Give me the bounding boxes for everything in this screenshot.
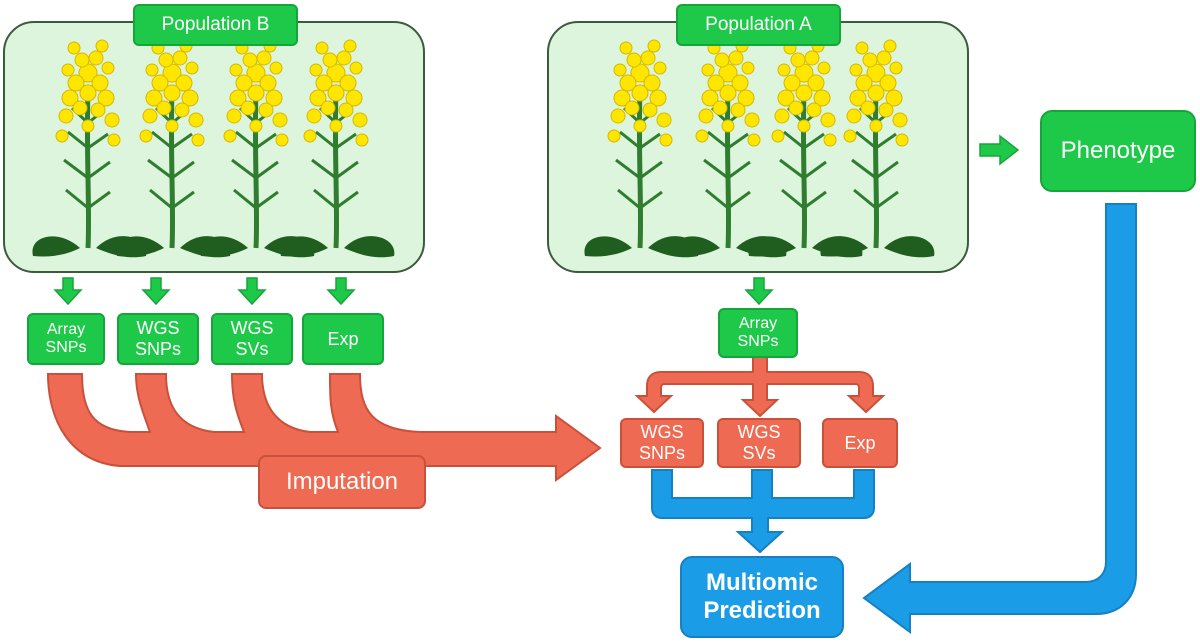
fork-arrows bbox=[634, 355, 886, 418]
population-b-down-arrows bbox=[53, 277, 356, 306]
phenotype-box: Phenotype bbox=[1040, 110, 1196, 192]
phenotype-arrow bbox=[979, 134, 1020, 166]
merge-arrows bbox=[651, 469, 875, 554]
pop-a-exp: Exp bbox=[822, 418, 898, 468]
pop-a-array-snps: Array SNPs bbox=[718, 308, 798, 358]
multiomic-prediction-box: Multiomic Prediction bbox=[680, 556, 844, 638]
pop-b-wgs-snps: WGS SNPs bbox=[117, 313, 199, 365]
imputation-arrow bbox=[46, 373, 602, 482]
population-a-title: Population A bbox=[676, 4, 841, 46]
population-b-panel bbox=[3, 21, 425, 273]
imputation-label: Imputation bbox=[258, 455, 426, 509]
pop-b-wgs-svs: WGS SVs bbox=[211, 313, 293, 365]
pop-a-wgs-svs: WGS SVs bbox=[717, 418, 801, 468]
population-a-down-arrow bbox=[744, 277, 774, 306]
pop-b-exp: Exp bbox=[302, 313, 384, 365]
population-b-title: Population B bbox=[133, 4, 298, 46]
phenotype-to-prediction-arrow bbox=[862, 203, 1137, 634]
population-a-panel bbox=[547, 21, 969, 273]
pop-a-wgs-snps: WGS SNPs bbox=[620, 418, 704, 468]
pop-b-array-snps: Array SNPs bbox=[27, 313, 105, 365]
